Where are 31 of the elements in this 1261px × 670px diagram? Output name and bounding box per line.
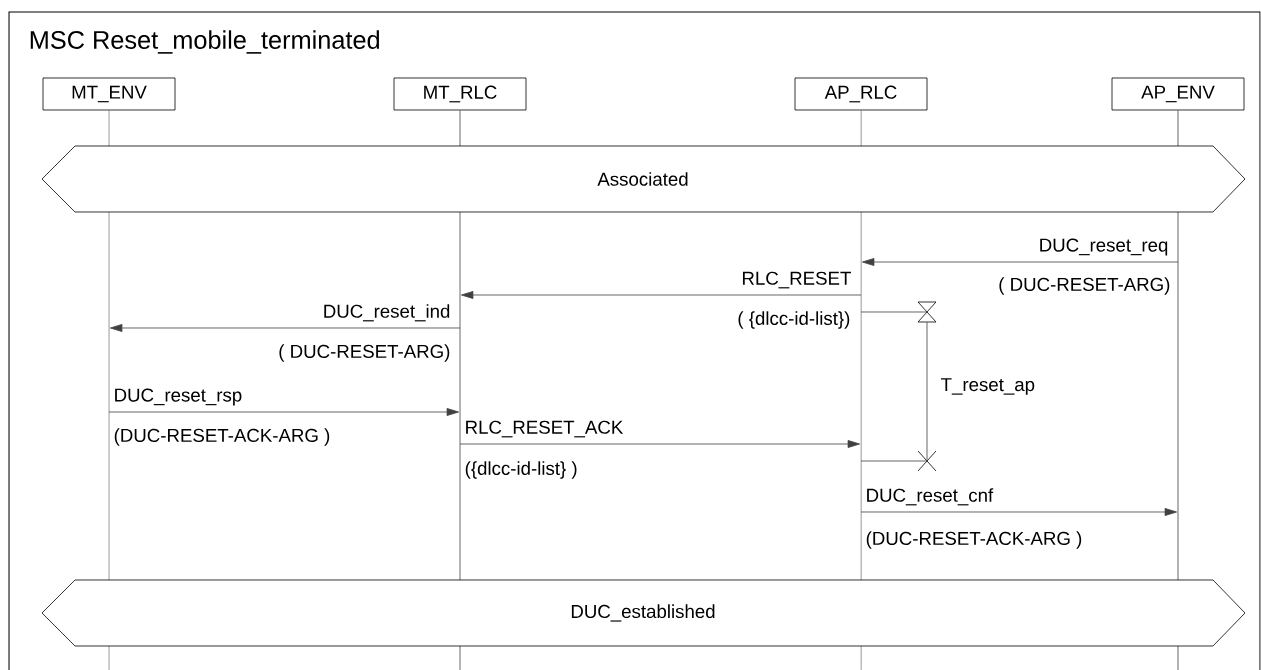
timer-start-symbol [917,301,937,323]
message-arrow [862,258,1179,266]
timer-line [860,460,928,462]
message-arrow [461,291,862,299]
parameter-label: ( {dlcc-id-list}) [738,311,850,329]
instance-box: MT_RLC [393,77,527,111]
message-arrow [108,408,459,416]
condition-hexagon: Associated [41,145,1246,213]
instance-box: AP_ENV [1111,77,1245,111]
message-label: T_reset_ap [941,378,1035,395]
instance-box: AP_RLC [794,77,928,111]
diagram-title: MSC Reset_mobile_terminated [30,30,379,54]
parameter-label: (DUC-RESET-ACK-ARG ) [866,531,1082,549]
message-arrow [459,440,860,448]
timer-line [860,311,928,313]
message-label: DUC_reset_cnf [867,488,994,506]
message-label: DUC_reset_rsp [115,388,242,406]
parameter-label: ( DUC-RESET-ARG) [999,277,1170,295]
instance-box: MT_ENV [42,77,176,111]
message-arrow [860,508,1177,516]
parameter-label: ( DUC-RESET-ARG) [279,344,450,362]
parameter-label: ({dlcc-id-list} ) [465,461,577,479]
timeout-symbol [917,450,937,472]
timer-line [926,321,928,462]
message-label: RLC_RESET_ACK [466,420,624,438]
message-label: RLC_RESET [742,271,851,289]
condition-hexagon: DUC_established [41,579,1246,647]
message-label: DUC_reset_ind [324,304,450,322]
message-label: DUC_reset_req [1040,238,1168,256]
parameter-label: (DUC-RESET-ACK-ARG ) [114,428,330,446]
message-arrow [110,324,461,332]
